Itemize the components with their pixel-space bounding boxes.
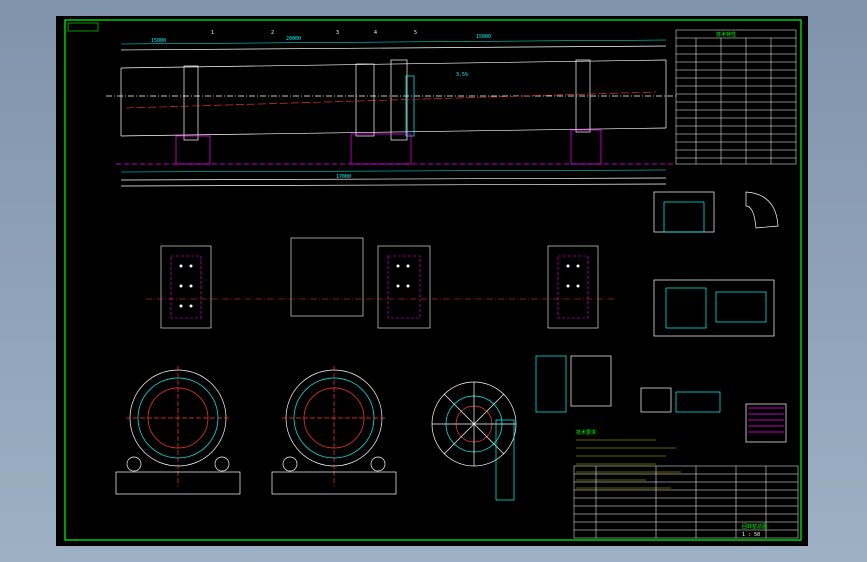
drawing-sheet: 15000 20000 15000 17000 3.5% 1 2 3 4 5 <box>56 16 808 546</box>
spec-table-title: 技术特性 <box>716 31 736 38</box>
drawing-code-box <box>67 22 99 32</box>
leader-4: 4 <box>374 30 377 36</box>
title-block <box>573 465 799 539</box>
kiln-elevation <box>106 45 676 187</box>
drive-details <box>535 191 787 443</box>
kiln-slope-line <box>125 91 657 109</box>
leader-2: 2 <box>271 30 274 36</box>
dim-3: 15000 <box>476 34 491 40</box>
support-bolts <box>179 264 580 308</box>
leader-3: 3 <box>336 30 339 36</box>
title-block-scale: 1 : 50 <box>742 532 760 538</box>
title-block-label: 回转窑总图 <box>742 523 767 530</box>
dim-4: 17000 <box>336 174 351 180</box>
leader-1: 1 <box>211 30 214 36</box>
support-plan-views <box>146 237 616 329</box>
kiln-dimensions <box>120 39 667 173</box>
spec-table <box>675 29 797 165</box>
slope-label: 3.5% <box>456 72 468 78</box>
leader-5: 5 <box>414 30 417 36</box>
cooler-section <box>431 381 517 501</box>
cad-drawing: 15000 20000 15000 17000 3.5% 1 2 3 4 5 <box>64 19 802 541</box>
tech-notes-title: 技术要求 <box>576 429 596 436</box>
drawing-frame <box>64 19 802 541</box>
section-view-2 <box>271 366 397 495</box>
dim-2: 20000 <box>286 36 301 42</box>
dim-1: 15000 <box>151 38 166 44</box>
section-view-1 <box>115 366 241 495</box>
kiln-piers <box>116 129 676 165</box>
tech-notes <box>576 439 681 489</box>
